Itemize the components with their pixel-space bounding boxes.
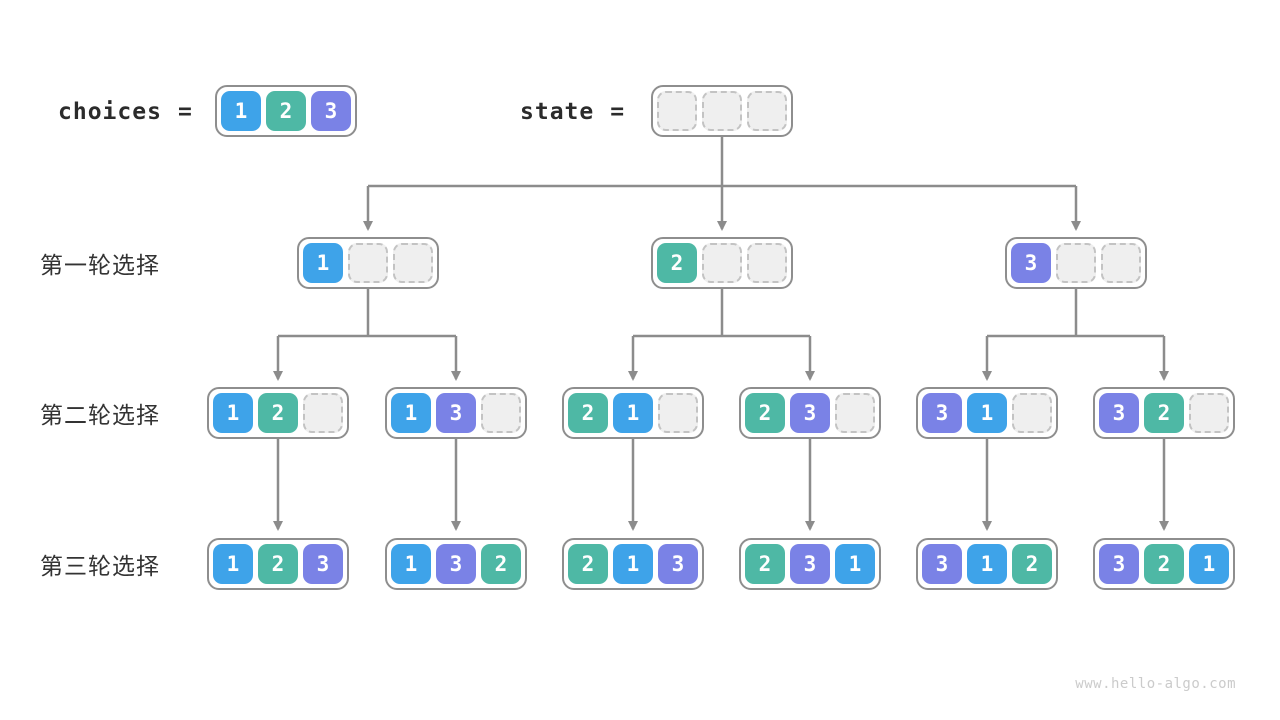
array-cell-empty <box>835 393 875 433</box>
array-cell-1: 1 <box>1189 544 1229 584</box>
equals-sign: = <box>610 99 626 125</box>
array-cell-3: 3 <box>436 393 476 433</box>
array-cell-3: 3 <box>1011 243 1051 283</box>
round1-label: 第一轮选择 <box>40 252 160 278</box>
array-cell-2: 2 <box>745 544 785 584</box>
array-cell-empty <box>747 243 787 283</box>
array-cell-empty <box>658 393 698 433</box>
array-cell-1: 1 <box>835 544 875 584</box>
array-cell-3: 3 <box>1099 393 1139 433</box>
array-cell-1: 1 <box>221 91 261 131</box>
array-cell-empty <box>702 91 742 131</box>
array-cell-2: 2 <box>1144 393 1184 433</box>
array-cell-empty <box>1012 393 1052 433</box>
array-cell-empty <box>1189 393 1229 433</box>
choices-label: choices <box>58 99 162 125</box>
array-cell-empty <box>481 393 521 433</box>
array-cell-2: 2 <box>481 544 521 584</box>
array-cell-3: 3 <box>922 544 962 584</box>
array-cell-2: 2 <box>568 393 608 433</box>
round2-label: 第二轮选择 <box>40 402 160 428</box>
array-cell-3: 3 <box>790 544 830 584</box>
array-cell-1: 1 <box>613 544 653 584</box>
array-cell-empty <box>747 91 787 131</box>
array-cell-1: 1 <box>213 544 253 584</box>
array-cell-1: 1 <box>303 243 343 283</box>
array-cell-2: 2 <box>1144 544 1184 584</box>
array-cell-3: 3 <box>658 544 698 584</box>
array-cell-empty <box>393 243 433 283</box>
array-cell-empty <box>303 393 343 433</box>
array-cell-empty <box>1056 243 1096 283</box>
array-cell-3: 3 <box>311 91 351 131</box>
array-cell-3: 3 <box>436 544 476 584</box>
array-cell-empty <box>348 243 388 283</box>
array-cell-3: 3 <box>303 544 343 584</box>
array-cell-3: 3 <box>790 393 830 433</box>
round1-state-1: 2 <box>651 237 793 289</box>
state-array <box>651 85 793 137</box>
array-cell-1: 1 <box>613 393 653 433</box>
state-declaration: state = <box>520 99 625 125</box>
array-cell-empty <box>702 243 742 283</box>
state-label: state <box>520 99 595 125</box>
array-cell-1: 1 <box>967 544 1007 584</box>
round3-label: 第三轮选择 <box>40 553 160 579</box>
array-cell-1: 1 <box>391 393 431 433</box>
array-cell-1: 1 <box>213 393 253 433</box>
choices-declaration: choices = <box>58 99 193 125</box>
array-cell-3: 3 <box>922 393 962 433</box>
array-cell-2: 2 <box>657 243 697 283</box>
equals-sign: = <box>177 99 193 125</box>
array-cell-3: 3 <box>1099 544 1139 584</box>
array-cell-2: 2 <box>258 393 298 433</box>
round1-state-0: 1 <box>297 237 439 289</box>
array-cell-2: 2 <box>745 393 785 433</box>
round1-state-2: 3 <box>1005 237 1147 289</box>
array-cell-1: 1 <box>967 393 1007 433</box>
array-cell-2: 2 <box>568 544 608 584</box>
array-cell-empty <box>1101 243 1141 283</box>
array-cell-2: 2 <box>266 91 306 131</box>
array-cell-2: 2 <box>1012 544 1052 584</box>
array-cell-empty <box>657 91 697 131</box>
watermark: www.hello-algo.com <box>1075 676 1236 692</box>
array-cell-2: 2 <box>258 544 298 584</box>
array-cell-1: 1 <box>391 544 431 584</box>
